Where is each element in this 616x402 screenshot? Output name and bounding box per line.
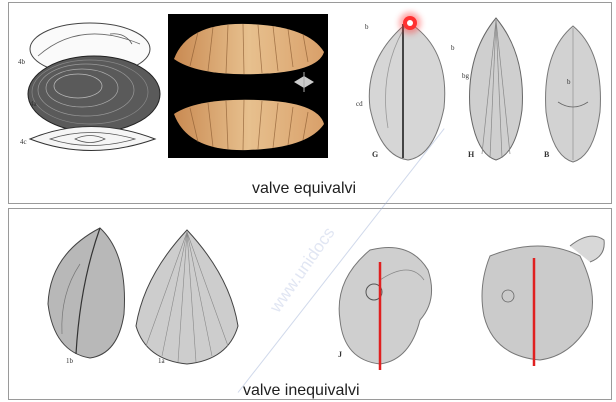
label-b-2: b	[451, 44, 455, 52]
label-cd: cd	[356, 100, 363, 108]
shell-1a	[132, 226, 242, 366]
label-bg: bg	[462, 72, 469, 80]
label-4a-top: 4b	[18, 58, 25, 66]
label-j: J	[338, 350, 342, 359]
label-g: G	[372, 150, 378, 159]
caption-equivalve: valve equivalvi	[252, 180, 356, 198]
shell-1b	[40, 224, 132, 364]
valves-photo	[168, 14, 328, 158]
label-4a: 4a	[30, 100, 37, 108]
label-1b: 1b	[66, 357, 73, 365]
fossil-g	[358, 18, 458, 164]
fossil-right	[470, 226, 610, 376]
red-marker-icon	[403, 16, 417, 30]
clam-drawing	[20, 14, 162, 156]
fossil-h	[462, 14, 530, 164]
label-b-1: b	[365, 23, 369, 31]
label-b-3: b	[567, 78, 571, 86]
label-h: H	[468, 150, 474, 159]
label-4c: 4c	[20, 138, 27, 146]
label-1a: 1a	[158, 357, 165, 365]
fossil-b	[538, 22, 608, 164]
label-fossil-b: B	[544, 150, 549, 159]
caption-inequivalve: valve inequivalvi	[243, 382, 360, 400]
fossil-j	[330, 240, 440, 370]
